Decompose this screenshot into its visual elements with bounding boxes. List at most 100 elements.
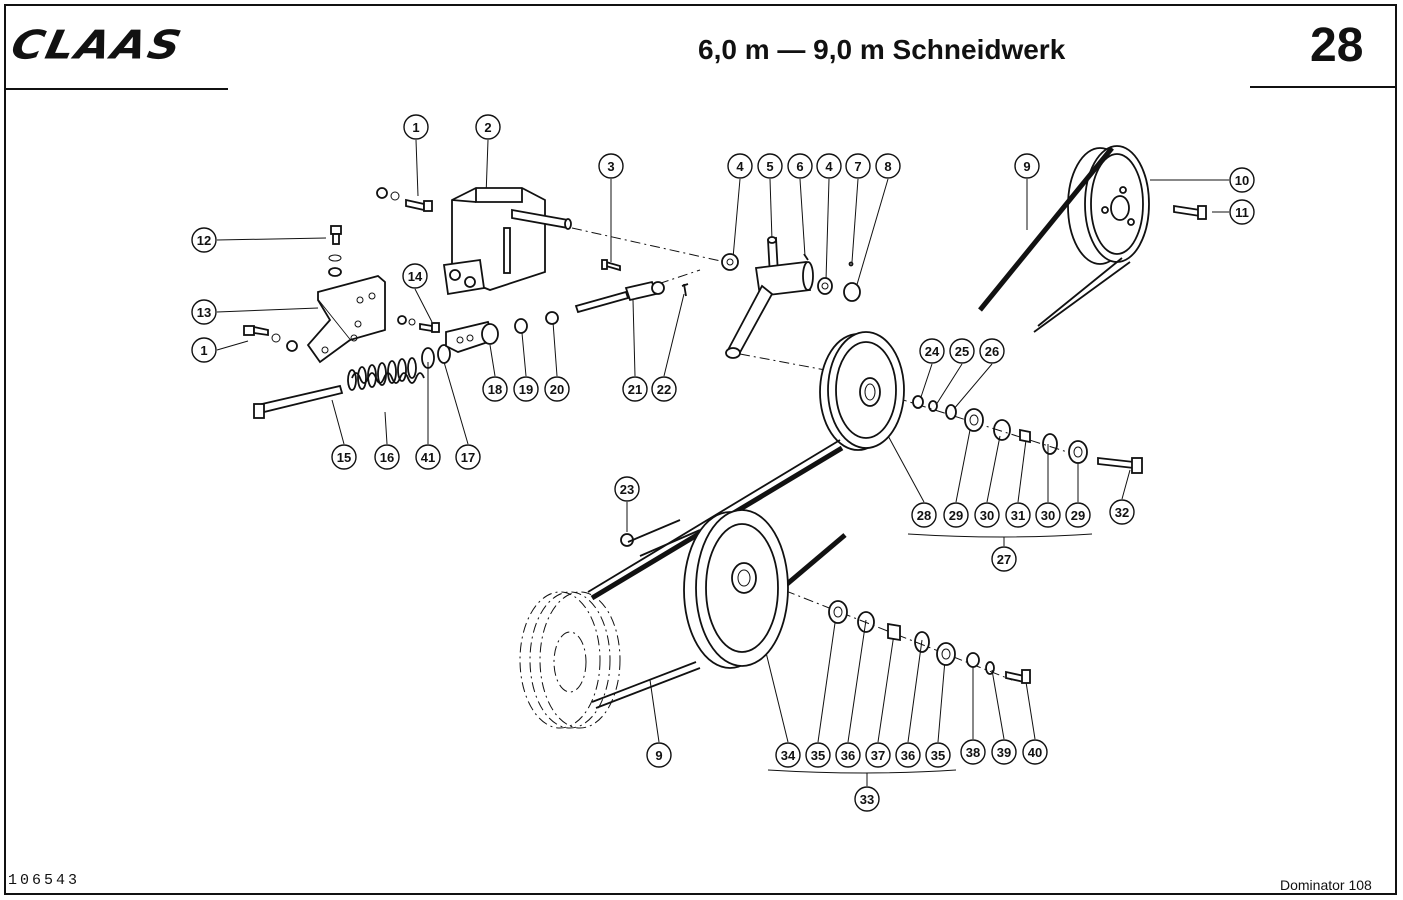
callout-7: 7 (845, 153, 871, 179)
callout-circle (1229, 199, 1255, 225)
callout-label: 15 (337, 450, 351, 465)
callout-23: 23 (614, 476, 640, 502)
callout-label: 4 (825, 159, 833, 174)
eye-bolt-21 (574, 280, 665, 314)
callout-circle (895, 742, 921, 768)
callout-41: 41 (415, 444, 441, 470)
callout-21: 21 (622, 376, 648, 402)
callout-4: 4 (727, 153, 753, 179)
callout-label: 24 (925, 344, 940, 359)
callout-circle (455, 444, 481, 470)
callout-20: 20 (544, 376, 570, 402)
callout-38: 38 (960, 739, 986, 765)
tension-rod (253, 384, 344, 419)
callout-circle (854, 786, 880, 812)
callout-label: 38 (966, 745, 980, 760)
lever-bracket-18 (445, 320, 499, 353)
callout-circle (1022, 739, 1048, 765)
callout-label: 3 (607, 159, 614, 174)
tension-spring (347, 357, 425, 391)
callout-27: 27 (991, 546, 1017, 572)
callout-circle (911, 502, 937, 528)
callout-circle (482, 376, 508, 402)
callout-37: 37 (865, 742, 891, 768)
bolt-32 (1097, 456, 1143, 474)
leader-lines (216, 139, 1229, 786)
callout-circle (865, 742, 891, 768)
callout-11: 11 (1229, 199, 1255, 225)
callout-29: 29 (943, 502, 969, 528)
document-number: 106543 (8, 872, 81, 889)
callout-circle (943, 502, 969, 528)
callout-18: 18 (482, 376, 508, 402)
callout-circle (513, 376, 539, 402)
callout-12: 12 (191, 227, 217, 253)
tensioner-housing (442, 187, 572, 296)
callout-5: 5 (757, 153, 783, 179)
callout-circle (991, 739, 1017, 765)
callout-28: 28 (911, 502, 937, 528)
callout-label: 16 (380, 450, 394, 465)
callout-circle (875, 153, 901, 179)
callout-label: 18 (488, 382, 502, 397)
callout-label: 17 (461, 450, 475, 465)
callout-circle (646, 742, 672, 768)
callout-circle (974, 502, 1000, 528)
bolt-40 (1005, 669, 1031, 684)
page-frame (4, 4, 1397, 895)
callout-label: 25 (955, 344, 969, 359)
tension-pulley-28 (819, 331, 905, 451)
callout-label: 4 (736, 159, 744, 174)
callout-2: 2 (475, 114, 501, 140)
callout-24: 24 (919, 338, 945, 364)
tension-lever (721, 236, 861, 359)
callout-22: 22 (651, 376, 677, 402)
callout-9: 9 (646, 742, 672, 768)
callout-circle (835, 742, 861, 768)
callout-label: 32 (1115, 505, 1129, 520)
callout-circle (925, 742, 951, 768)
callout-label: 29 (1071, 508, 1085, 523)
callout-14: 14 (402, 263, 428, 289)
callout-25: 25 (949, 338, 975, 364)
callout-1: 1 (403, 114, 429, 140)
screw-3 (601, 259, 621, 272)
callout-4: 4 (816, 153, 842, 179)
mounting-bracket (306, 275, 386, 364)
callout-label: 29 (949, 508, 963, 523)
callout-circle (805, 742, 831, 768)
callout-label: 41 (421, 450, 435, 465)
callout-circle (991, 546, 1017, 572)
upper-pulley-10 (1067, 145, 1150, 265)
callout-label: 9 (1023, 159, 1030, 174)
callout-label: 7 (854, 159, 861, 174)
callout-30: 30 (974, 502, 1000, 528)
callout-36: 36 (895, 742, 921, 768)
callout-label: 30 (1041, 508, 1055, 523)
callout-circle (775, 742, 801, 768)
ring-23 (620, 533, 634, 547)
washer-19 (514, 318, 528, 334)
callout-label: 9 (655, 748, 662, 763)
callout-label: 2 (484, 120, 491, 135)
callout-29: 29 (1065, 502, 1091, 528)
callout-label: 34 (781, 748, 796, 763)
bolt-11 (1173, 204, 1207, 220)
callout-33: 33 (854, 786, 880, 812)
callout-36: 36 (835, 742, 861, 768)
callout-35: 35 (805, 742, 831, 768)
callout-circle (614, 476, 640, 502)
washer-17 (437, 344, 451, 364)
callout-circle (191, 299, 217, 325)
callout-circle (622, 376, 648, 402)
callout-17: 17 (455, 444, 481, 470)
callout-label: 20 (550, 382, 564, 397)
ghost-pulley-lower-left (519, 591, 621, 729)
callout-circle (1014, 153, 1040, 179)
header-divider-left (4, 88, 228, 90)
callout-circle (1229, 167, 1255, 193)
callout-circle (1065, 502, 1091, 528)
callout-circle (651, 376, 677, 402)
